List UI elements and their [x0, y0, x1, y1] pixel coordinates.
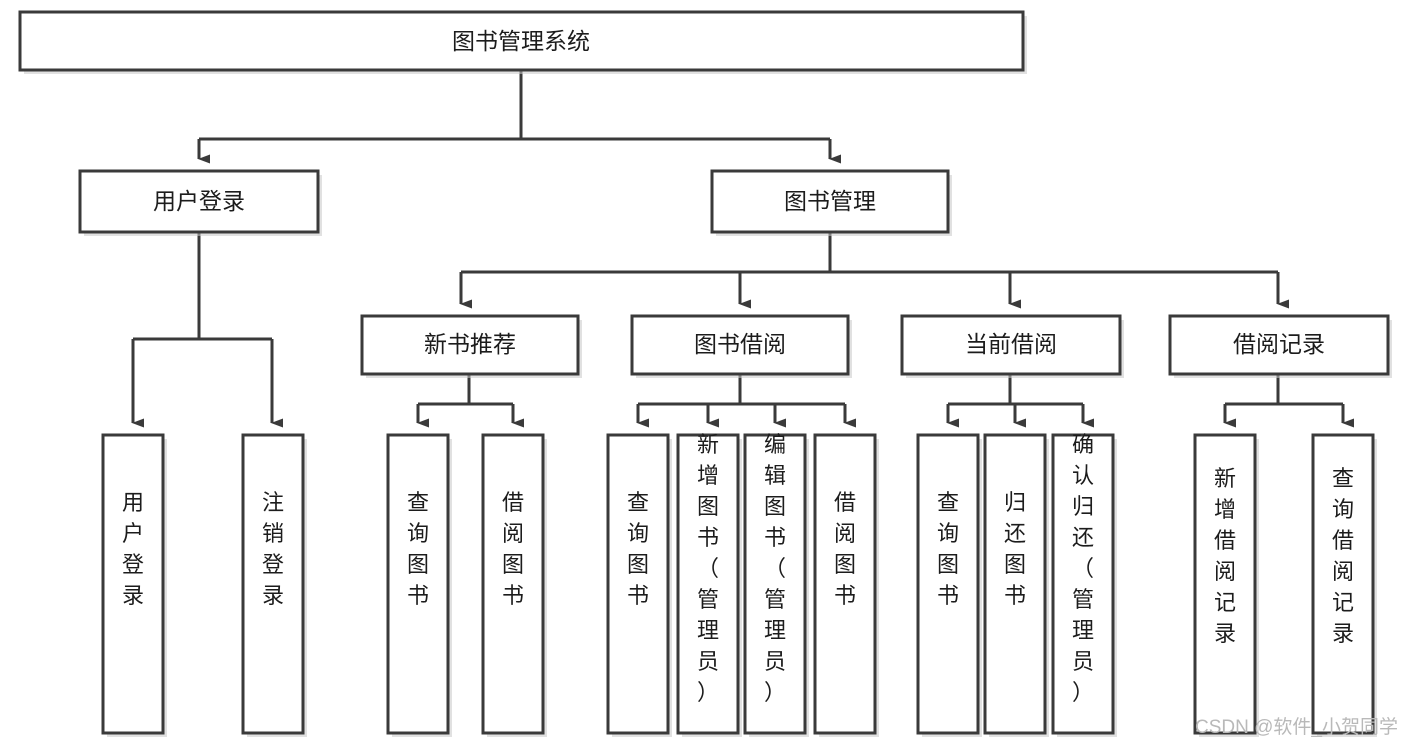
- node-book-manage[interactable]: 图书管理: [710, 169, 952, 236]
- root-label: 图书管理系统: [452, 28, 590, 54]
- current-borrow-label: 当前借阅: [965, 331, 1057, 357]
- leaf-query-record-label: 查询借阅记录: [1332, 466, 1354, 646]
- leaf-edit-book-box[interactable]: [743, 433, 807, 735]
- leaf-add-book-label: 新增图书（管理员）: [697, 432, 719, 705]
- leaf-query-book-3-label: 查询图书: [937, 490, 959, 608]
- node-leaf-confirm-return[interactable]: 确认归还（管理员）: [1051, 432, 1117, 737]
- leaf-user-login-label: 用户登录: [122, 490, 144, 608]
- leaf-add-record-label: 新增借阅记录: [1214, 466, 1236, 646]
- node-leaf-logout[interactable]: 注销登录: [241, 433, 307, 737]
- node-leaf-query-book-2[interactable]: 查询图书: [606, 433, 672, 737]
- leaf-return-book-label: 归还图书: [1004, 490, 1026, 608]
- leaf-query-book-2-label: 查询图书: [627, 490, 649, 608]
- node-leaf-add-record[interactable]: 新增借阅记录: [1193, 433, 1259, 737]
- node-leaf-add-book[interactable]: 新增图书（管理员）: [676, 432, 742, 737]
- book-manage-label: 图书管理: [784, 188, 876, 214]
- leaf-borrow-book-2-box[interactable]: [813, 433, 877, 735]
- leaf-query-book-1-box[interactable]: [386, 433, 450, 735]
- node-leaf-return-book[interactable]: 归还图书: [983, 433, 1049, 737]
- leaf-return-book-box[interactable]: [983, 433, 1047, 735]
- node-new-book-recommend[interactable]: 新书推荐: [360, 314, 582, 378]
- book-borrow-label: 图书借阅: [694, 331, 786, 357]
- node-leaf-user-login[interactable]: 用户登录: [101, 433, 167, 737]
- book-manage-box[interactable]: [710, 169, 950, 234]
- node-leaf-borrow-book-1[interactable]: 借阅图书: [481, 433, 547, 737]
- node-leaf-query-book-3[interactable]: 查询图书: [916, 433, 982, 737]
- user-login-label: 用户登录: [153, 188, 245, 214]
- node-current-borrow[interactable]: 当前借阅: [900, 314, 1124, 378]
- new-book-recommend-box[interactable]: [360, 314, 580, 376]
- watermark-label: CSDN @软件_小贺同学: [1195, 716, 1398, 738]
- connector-layer: [131, 70, 1354, 428]
- node-book-borrow[interactable]: 图书借阅: [630, 314, 852, 378]
- leaf-confirm-return-box[interactable]: [1051, 433, 1115, 735]
- borrow-record-label: 借阅记录: [1233, 331, 1325, 357]
- borrow-record-box[interactable]: [1168, 314, 1390, 376]
- leaf-borrow-book-1-label: 借阅图书: [502, 490, 524, 608]
- current-borrow-box[interactable]: [900, 314, 1122, 376]
- leaf-logout-box[interactable]: [241, 433, 305, 735]
- node-root[interactable]: 图书管理系统: [18, 10, 1027, 74]
- node-leaf-query-record[interactable]: 查询借阅记录: [1311, 433, 1377, 737]
- node-leaf-query-book-1[interactable]: 查询图书: [386, 433, 452, 737]
- node-leaf-borrow-book-2[interactable]: 借阅图书: [813, 433, 879, 737]
- leaf-user-login-box[interactable]: [101, 433, 165, 735]
- leaf-logout-label: 注销登录: [262, 490, 284, 608]
- node-user-login[interactable]: 用户登录: [78, 169, 322, 236]
- leaf-borrow-book-2-label: 借阅图书: [834, 490, 856, 608]
- leaf-query-book-1-label: 查询图书: [407, 490, 429, 608]
- node-borrow-record[interactable]: 借阅记录: [1168, 314, 1392, 378]
- node-leaf-edit-book[interactable]: 编辑图书（管理员）: [743, 432, 809, 737]
- leaf-borrow-book-1-box[interactable]: [481, 433, 545, 735]
- root-box[interactable]: [18, 10, 1025, 72]
- new-book-recommend-label: 新书推荐: [424, 331, 516, 357]
- book-borrow-box[interactable]: [630, 314, 850, 376]
- leaf-add-book-box[interactable]: [676, 433, 740, 735]
- leaf-nodes-layer: 用户登录 注销登录 查询图书 借阅图书 查询图书: [101, 432, 1377, 737]
- user-login-box[interactable]: [78, 169, 320, 234]
- leaf-query-record-box[interactable]: [1311, 433, 1375, 735]
- leaf-add-record-box[interactable]: [1193, 433, 1257, 735]
- leaf-query-book-3-box[interactable]: [916, 433, 980, 735]
- leaf-edit-book-label: 编辑图书（管理员）: [764, 432, 786, 705]
- leaf-query-book-2-box[interactable]: [606, 433, 670, 735]
- leaf-confirm-return-label: 确认归还（管理员）: [1072, 432, 1094, 705]
